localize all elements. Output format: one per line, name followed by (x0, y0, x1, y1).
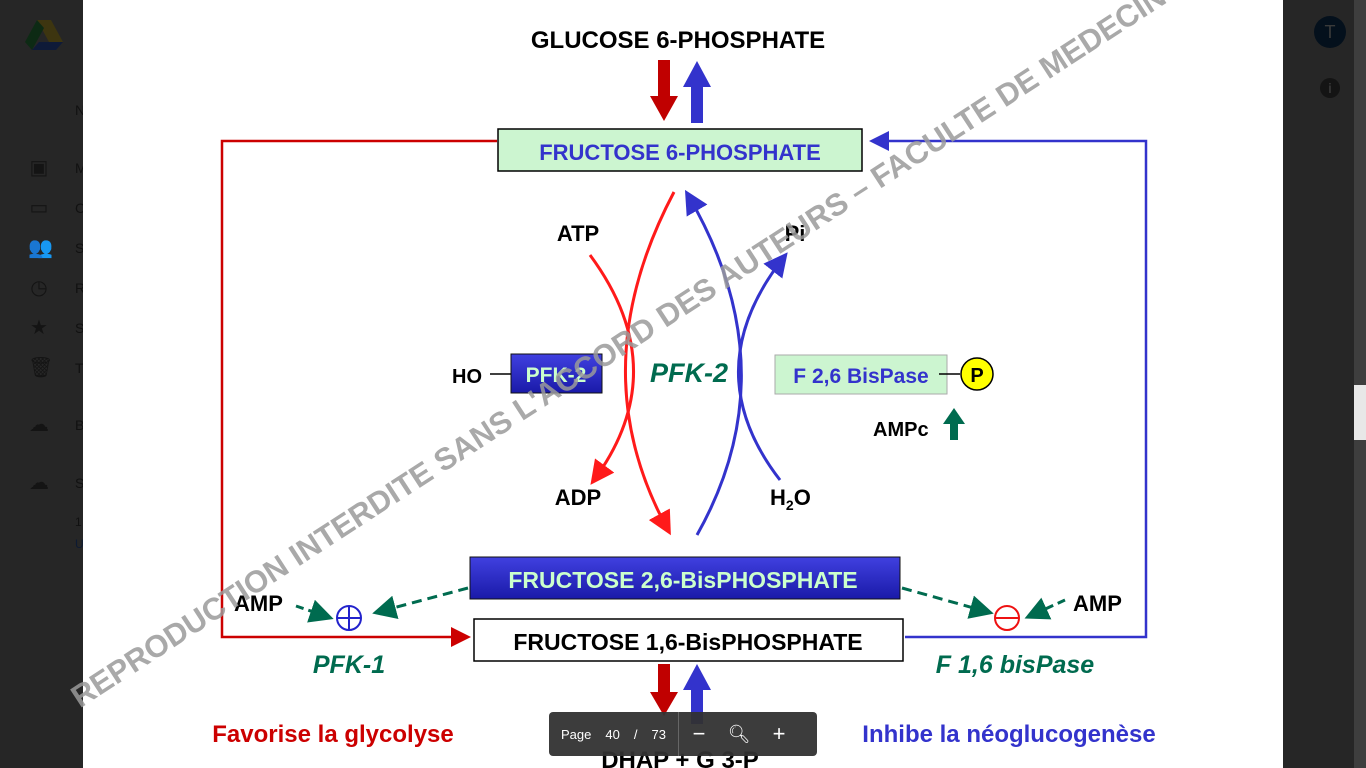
pfk1-label: PFK-1 (313, 651, 385, 679)
blue-curve-f26bp-to-f6p (684, 189, 743, 536)
sidebar-item-trash[interactable]: T (75, 360, 84, 376)
f16-bispase-label: F 1,6 bisPase (936, 651, 1095, 679)
current-page-input[interactable]: 40 (605, 726, 620, 742)
watermark: REPRODUCTION INTERDITE SANS L'ACCORD DES… (65, 0, 1188, 714)
storage-icon[interactable]: ☁ (29, 472, 49, 494)
scrollbar[interactable] (1354, 0, 1366, 768)
sidebar-item-starred[interactable]: S (75, 320, 85, 336)
pfk2-box (510, 353, 603, 394)
amp-left-label: AMP (234, 591, 283, 616)
sidebar-item-backups[interactable]: B (75, 417, 85, 433)
upgrade-link[interactable]: U (75, 537, 84, 551)
red-down-arrow-top (650, 60, 678, 121)
favorise-label: Favorise la glycolyse (212, 721, 453, 748)
red-curve-atp-to-adp (588, 254, 635, 485)
info-icon[interactable]: i (1320, 78, 1340, 98)
zoom-in-button[interactable]: + (772, 721, 786, 746)
atp-label: ATP (557, 221, 599, 246)
storage-text: 1 (75, 515, 82, 529)
sidebar-item-shared[interactable]: S (75, 240, 85, 256)
glucose-6-phosphate-label: GLUCOSE 6-PHOSPHATE (531, 27, 825, 54)
my-drive-icon[interactable]: ▣ (29, 157, 49, 179)
sidebar-item-computers[interactable]: C (75, 200, 86, 216)
phosphate-label: P (970, 365, 983, 387)
trash-icon[interactable]: 🗑 (28, 357, 54, 379)
f26bp-box (469, 556, 901, 600)
blue-feedback-line (869, 131, 1148, 639)
f26bp-label: FRUCTOSE 2,6-BisPHOSPHATE (508, 567, 857, 593)
pfk2-box-label: PFK-2 (526, 364, 587, 387)
h2o-label: H2O (770, 485, 811, 513)
adp-label: ADP (555, 485, 601, 510)
scrollbar-thumb[interactable] (1354, 385, 1366, 440)
ho-label: HO (452, 366, 482, 388)
backups-icon[interactable]: ☁ (29, 414, 49, 436)
amp-right-label: AMP (1073, 591, 1122, 616)
page-label: Page (561, 726, 592, 742)
new-button[interactable]: N (75, 102, 86, 118)
f16bp-label: FRUCTOSE 1,6-BisPHOSPHATE (513, 629, 862, 655)
red-down-arrow-bottom (650, 664, 678, 716)
ampc-label: AMPc (873, 419, 929, 441)
computers-icon[interactable]: ▭ (29, 197, 49, 219)
recent-icon[interactable]: ◷ (30, 277, 48, 299)
inhibe-label: Inhibe la néoglucogenèse (862, 721, 1155, 748)
activation-plus-icon (336, 605, 362, 631)
pi-label: Pi (785, 221, 806, 246)
zoom-icon[interactable]: 🔍︎ (727, 723, 751, 744)
f6p-label: FRUCTOSE 6-PHOSPHATE (539, 140, 821, 165)
red-feedforward-line (220, 139, 497, 647)
sidebar-item-my-drive[interactable]: M (75, 160, 87, 176)
page-separator: / (633, 726, 638, 742)
sidebar-item-recent[interactable]: R (75, 280, 86, 296)
drive-logo-icon (25, 20, 63, 50)
red-curve-f6p-to-f26bp (624, 191, 676, 536)
blue-curve-h2o-to-pi (737, 252, 788, 481)
pfk2-enzyme-label: PFK-2 (650, 358, 728, 388)
zoom-out-button[interactable]: − (692, 721, 706, 746)
bispase-box (774, 354, 948, 395)
total-pages: 73 (651, 726, 666, 742)
sidebar-item-storage[interactable]: S (75, 475, 85, 491)
inhibition-minus-icon (994, 605, 1020, 631)
shared-icon[interactable]: 👥 (28, 237, 53, 259)
phosphate-circle (960, 357, 994, 391)
pdf-viewer-toolbar: Page 40 / 73 − 🔍︎ + (549, 712, 817, 756)
starred-icon[interactable]: ★ (30, 317, 48, 339)
green-up-arrow-icon (943, 408, 965, 440)
f6p-box (497, 128, 863, 172)
blue-up-arrow-top (683, 61, 711, 123)
account-avatar[interactable]: T (1314, 16, 1346, 48)
bispase-box-label: F 2,6 BisPase (793, 365, 928, 388)
f16bp-box (473, 618, 904, 662)
